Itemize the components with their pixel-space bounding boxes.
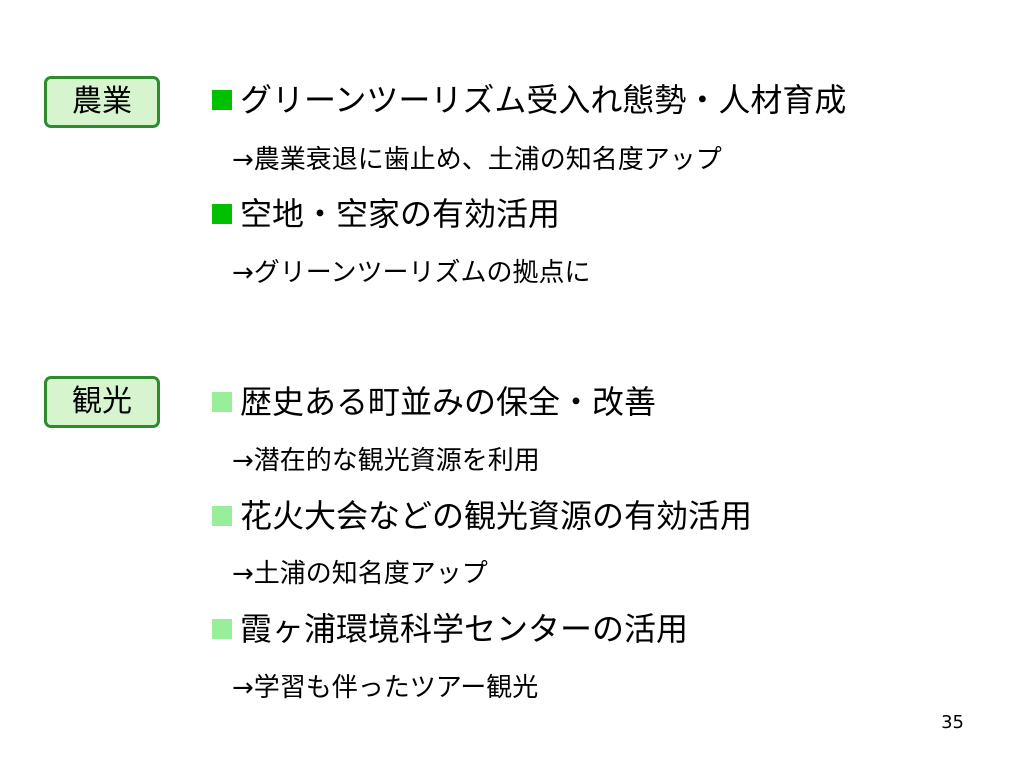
sub-text: →土浦の知名度アップ	[232, 559, 488, 589]
category-label-agriculture: 農業	[44, 76, 160, 128]
bullet-item: 歴史ある町並みの保全・改善	[212, 386, 656, 418]
sub-text: →農業衰退に歯止め、土浦の知名度アップ	[232, 145, 722, 175]
bullet-text: 歴史ある町並みの保全・改善	[240, 383, 657, 421]
sub-text: →グリーンツーリズムの拠点に	[232, 258, 591, 288]
square-bullet-icon	[212, 204, 232, 224]
bullet-text: 霞ヶ浦環境科学センターの活用	[240, 610, 689, 648]
bullet-text: 花火大会などの観光資源の有効活用	[240, 497, 753, 535]
category-label-tourism: 観光	[44, 376, 160, 428]
square-bullet-icon	[212, 506, 232, 526]
bullet-item: 霞ヶ浦環境科学センターの活用	[212, 613, 688, 645]
bullet-text: グリーンツーリズム受入れ態勢・人材育成	[240, 81, 847, 119]
page-number: 35	[941, 712, 964, 733]
bullet-item: 花火大会などの観光資源の有効活用	[212, 500, 752, 532]
square-bullet-icon	[212, 90, 232, 110]
sub-text: →学習も伴ったツアー観光	[232, 673, 539, 703]
sub-text: →潜在的な観光資源を利用	[232, 446, 540, 476]
bullet-item: 空地・空家の有効活用	[212, 198, 560, 230]
square-bullet-icon	[212, 392, 232, 412]
bullet-text: 空地・空家の有効活用	[240, 195, 561, 233]
bullet-item: グリーンツーリズム受入れ態勢・人材育成	[212, 84, 846, 116]
square-bullet-icon	[212, 619, 232, 639]
